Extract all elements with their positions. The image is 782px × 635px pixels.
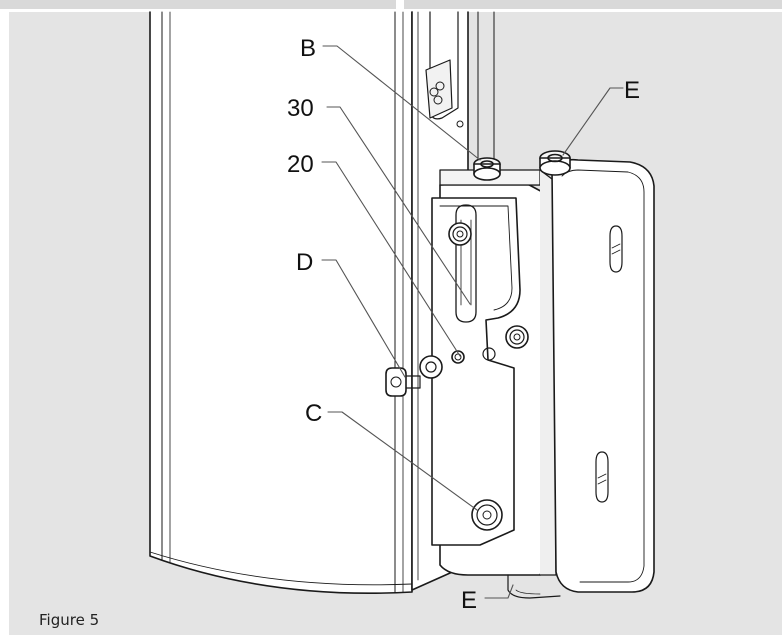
callout-c: C [305,400,322,427]
callout-e-top: E [624,77,640,104]
callout-30: 30 [287,95,314,122]
fasteners [448,150,571,531]
top-divider-right [404,0,782,9]
callout-20: 20 [287,151,314,178]
figure-caption: Figure 5 [39,611,100,629]
callout-d: D [296,249,313,276]
leader-lines [321,45,624,599]
callout-e-bottom: E [461,587,477,614]
callout-b: B [300,35,316,62]
top-divider-left [0,0,396,9]
side-housing [507,158,655,599]
exploded-hardware [385,350,465,397]
speaker-column [149,11,413,595]
